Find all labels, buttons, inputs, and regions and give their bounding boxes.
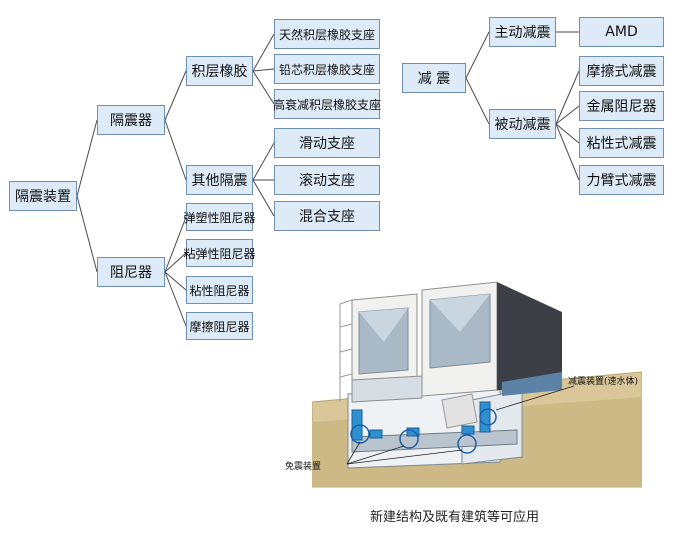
node-viscous-damper: 粘性阻尼器 [186,276,253,304]
node-metal-damper: 金属阻尼器 [579,91,664,121]
node-friction-reduction: 摩擦式减震 [579,56,664,86]
illustration-caption: 新建结构及既有建筑等可应用 [370,510,540,525]
isolation-device-label: 免震装置 [285,462,322,472]
node-hybrid-bearing: 混合支座 [274,201,380,231]
node-elastoplastic-damper: 弹塑性阻尼器 [184,203,256,231]
damping-device-label: 减震装置(速水体) [568,377,639,387]
node-isolation-device: 隔震装置 [9,181,77,211]
node-passive-reduction: 被动减震 [489,109,556,139]
node-other-isolation: 其他隔震 [186,165,253,195]
node-viscoelastic-damper: 粘弹性阻尼器 [184,239,256,267]
node-viscous-reduction: 粘性式减震 [579,128,664,158]
node-lever-arm-reduction: 力臂式减震 [579,165,664,195]
node-high-damping-rubber-bearing: 高衰减积层橡胶支座 [273,89,381,119]
building-cutaway-illustration [312,281,642,488]
node-damper: 阻尼器 [97,257,165,287]
node-rolling-bearing: 滚动支座 [274,165,380,195]
node-sliding-bearing: 滑动支座 [274,128,380,158]
node-isolator: 隔震器 [97,105,165,135]
node-lead-rubber-bearing: 铅芯积层橡胶支座 [274,54,380,84]
node-active-reduction: 主动减震 [489,17,556,47]
node-friction-damper: 摩擦阻尼器 [186,312,253,340]
node-natural-rubber-bearing: 天然积层橡胶支座 [274,19,380,49]
node-amd: AMD [579,17,664,47]
node-laminated-rubber: 积层橡胶 [186,56,253,86]
node-vibration-reduction: 减 震 [402,63,466,93]
